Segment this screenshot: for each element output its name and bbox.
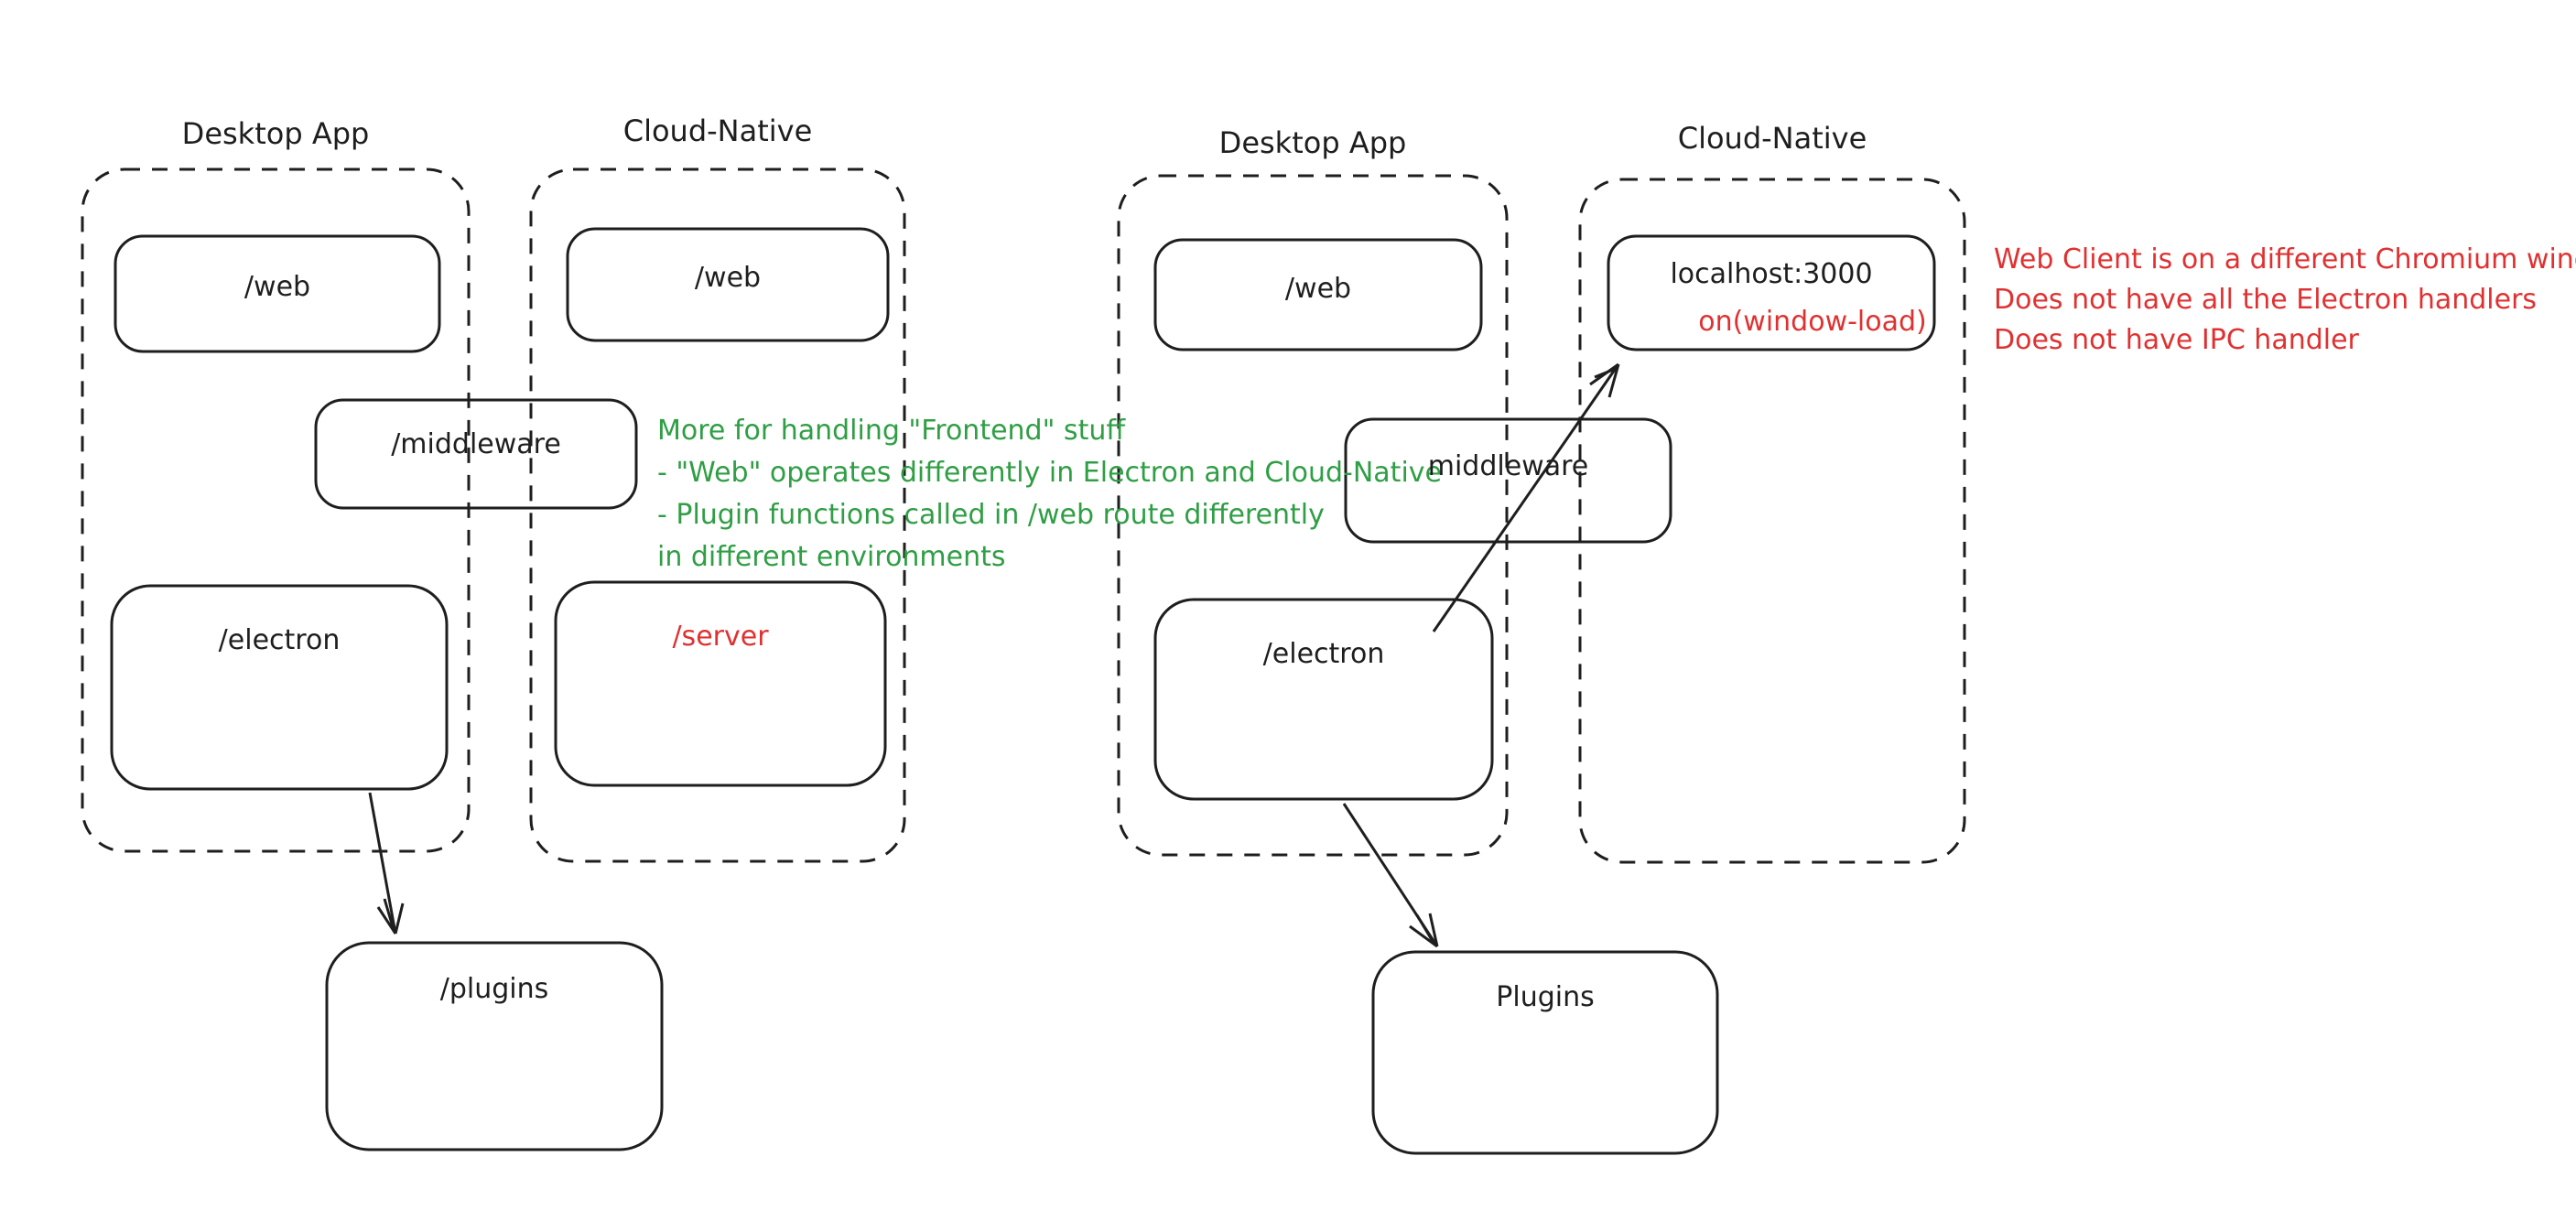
green-annotation-line: More for handling "Frontend" stuff: [657, 415, 1126, 447]
green-annotation-line: - Plugin functions called in /web route …: [657, 499, 1325, 531]
box-right-localhost[interactable]: [1607, 234, 1936, 351]
container-left-cloud-native[interactable]: [529, 168, 906, 863]
right-desktop-web-label: /web: [1284, 273, 1352, 305]
arrow-left-electron-to-plugins[interactable]: [368, 792, 405, 935]
box-left-web-desktop[interactable]: [114, 234, 441, 353]
left-plugins-label: /plugins: [439, 973, 549, 1005]
box-right-middleware[interactable]: [1344, 417, 1672, 544]
left-cloud-web-label: /web: [694, 262, 762, 294]
red-annotation-line: Does not have all the Electron handlers: [1994, 284, 2538, 316]
green-annotation-line: in different environments: [657, 541, 1006, 573]
left-server-label: /server: [672, 621, 769, 653]
right-cloud-native-title[interactable]: Cloud-Native: [1677, 121, 1867, 156]
arrow-right-electron-to-plugins[interactable]: [1342, 803, 1439, 948]
box-left-plugins[interactable]: [325, 941, 664, 1151]
left-electron-label: /electron: [218, 624, 341, 656]
box-left-server[interactable]: [554, 580, 887, 787]
box-left-web-cloud[interactable]: [566, 227, 890, 342]
green-annotation-line: - "Web" operates differently in Electron…: [657, 457, 1442, 489]
box-left-middleware[interactable]: [314, 398, 638, 510]
right-localhost-label: localhost:3000: [1670, 258, 1873, 290]
left-middleware-label: /middleware: [391, 428, 561, 460]
box-right-electron[interactable]: [1153, 598, 1494, 801]
right-middleware-label: middleware: [1427, 450, 1589, 482]
box-right-web[interactable]: [1153, 238, 1483, 351]
box-right-plugins[interactable]: [1371, 950, 1719, 1155]
left-cloud-native-title[interactable]: Cloud-Native: [622, 113, 813, 148]
right-electron-label: /electron: [1262, 638, 1385, 670]
red-annotation[interactable]: Web Client is on a different Chromium wi…: [1994, 240, 2576, 361]
arrow-right-electron-to-localhost[interactable]: [1432, 362, 1620, 632]
green-annotation[interactable]: More for handling "Frontend" stuff - "We…: [657, 410, 1442, 578]
container-right-desktop-app[interactable]: [1117, 174, 1509, 857]
left-desktop-app-title[interactable]: Desktop App: [181, 116, 370, 151]
left-desktop-web-label: /web: [244, 271, 311, 303]
right-plugins-label: Plugins: [1496, 981, 1595, 1013]
container-left-desktop-app[interactable]: [81, 168, 471, 853]
right-desktop-app-title[interactable]: Desktop App: [1218, 125, 1407, 160]
right-on-window-load-label: on(window-load): [1698, 306, 1927, 338]
red-annotation-line: Web Client is on a different Chromium wi…: [1994, 243, 2576, 276]
container-right-cloud-native[interactable]: [1578, 178, 1966, 864]
red-annotation-line: Does not have IPC handler: [1994, 324, 2359, 356]
box-left-electron[interactable]: [110, 584, 449, 791]
